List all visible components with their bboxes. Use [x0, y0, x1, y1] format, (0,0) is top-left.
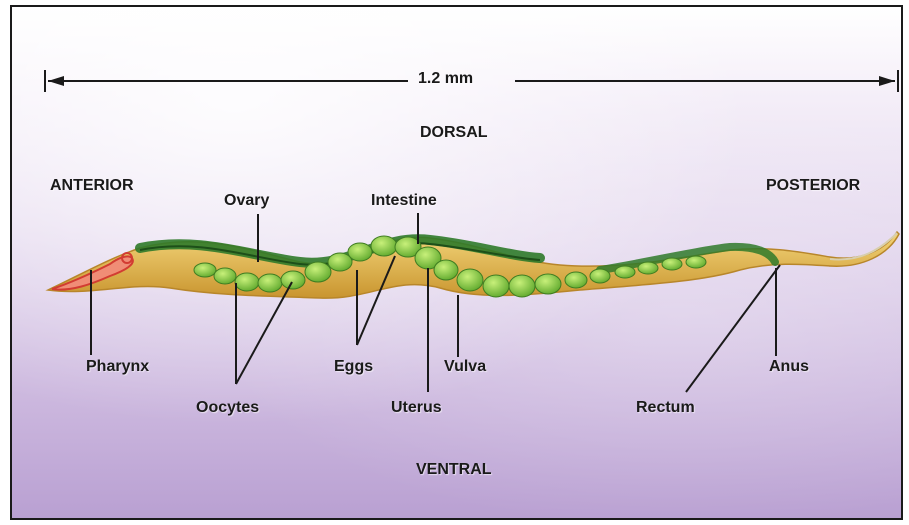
oocyte [305, 262, 331, 282]
egg [348, 243, 372, 261]
egg [565, 272, 587, 288]
egg [509, 275, 535, 297]
scale-label: 1.2 mm [418, 70, 473, 88]
rectum-leader [686, 265, 780, 392]
oocyte [686, 256, 706, 268]
oocyte [638, 262, 658, 274]
egg [535, 274, 561, 294]
oocytes-leader-2 [236, 282, 292, 384]
posterior-label: POSTERIOR [766, 177, 860, 195]
scale-bar-right-arrow [879, 76, 895, 86]
scale-bar-left-arrow [48, 76, 64, 86]
oocyte [214, 268, 236, 284]
egg [434, 260, 458, 280]
oocyte [662, 258, 682, 270]
worm-body [48, 232, 899, 298]
oocyte [590, 269, 610, 283]
oocyte [615, 266, 635, 278]
oocyte [258, 274, 282, 292]
oocyte [194, 263, 216, 277]
vulva-label: Vulva [444, 358, 486, 376]
oocyte [281, 271, 305, 289]
anterior-label: ANTERIOR [50, 177, 134, 195]
oocyte [235, 273, 259, 291]
ovary-label: Ovary [224, 192, 269, 210]
egg [483, 275, 509, 297]
egg [457, 269, 483, 291]
egg [328, 253, 352, 271]
uterus-label: Uterus [391, 399, 442, 417]
rectum-label: Rectum [636, 399, 695, 417]
egg [371, 236, 397, 256]
oocytes-label: Oocytes [196, 399, 259, 417]
intestine-label: Intestine [371, 192, 437, 210]
ventral-label: VENTRAL [416, 461, 492, 479]
dorsal-label: DORSAL [420, 124, 488, 142]
pharynx-label: Pharynx [86, 358, 149, 376]
anus-label: Anus [769, 358, 809, 376]
eggs-label: Eggs [334, 358, 373, 376]
